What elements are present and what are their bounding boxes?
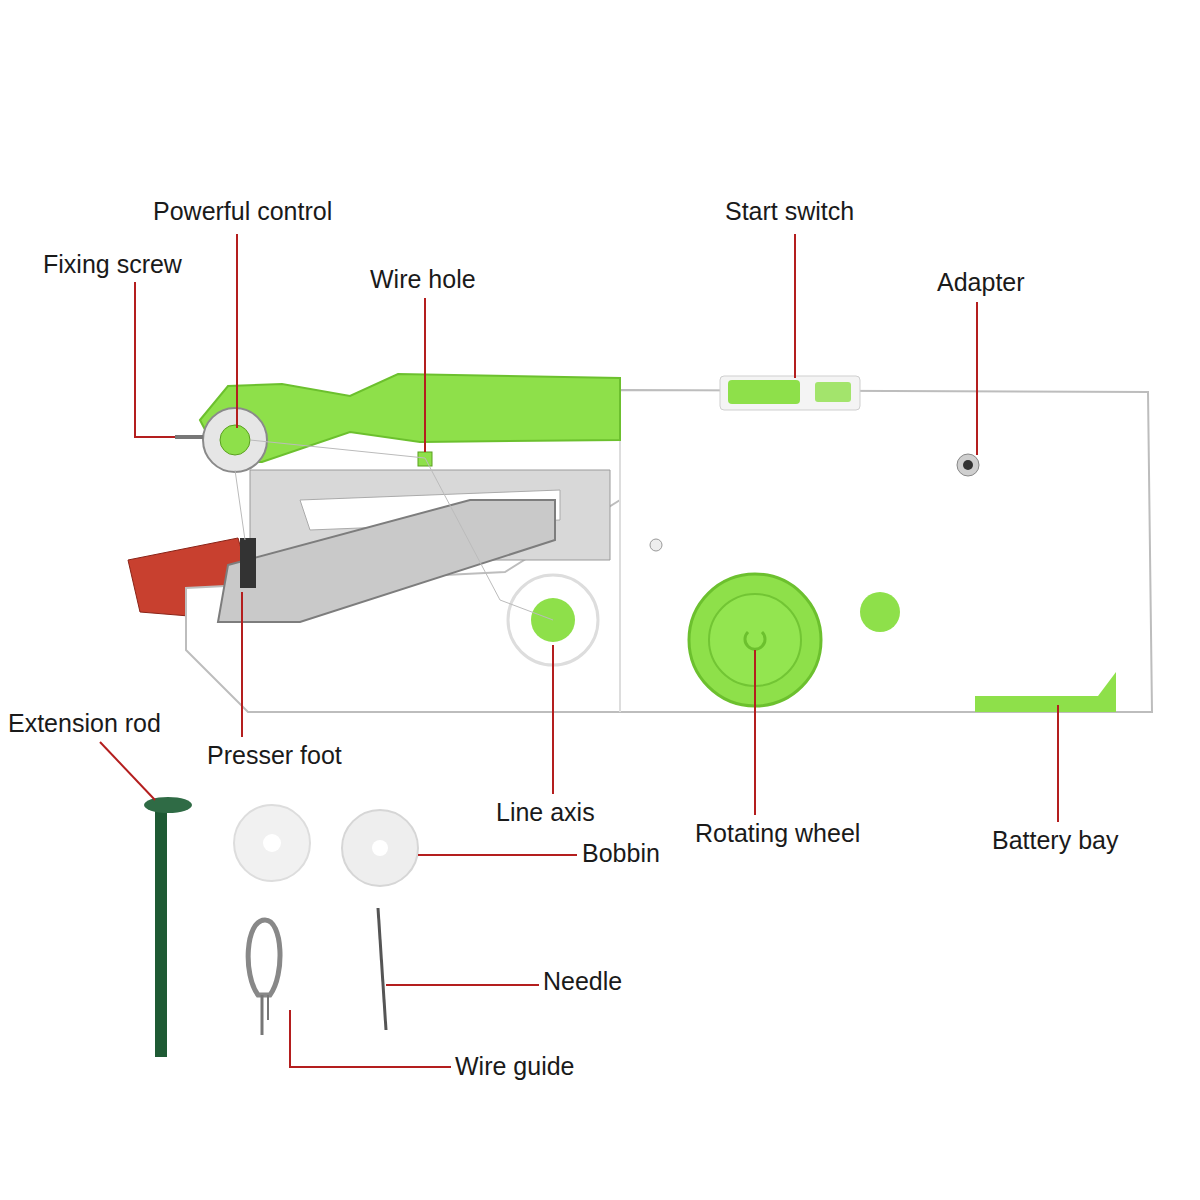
part-label: Battery bay bbox=[992, 825, 1118, 855]
part-label: Fixing screw bbox=[43, 249, 182, 279]
part-label: Wire guide bbox=[455, 1051, 575, 1081]
part-label: Adapter bbox=[937, 267, 1025, 297]
part-label: Start switch bbox=[725, 196, 854, 226]
part-label: Wire hole bbox=[370, 264, 476, 294]
leader-lines bbox=[100, 234, 1058, 1067]
part-label: Bobbin bbox=[582, 838, 660, 868]
part-label: Rotating wheel bbox=[695, 818, 860, 848]
part-label: Needle bbox=[543, 966, 622, 996]
part-label: Powerful control bbox=[153, 196, 332, 226]
part-label: Presser foot bbox=[207, 740, 342, 770]
part-label: Extension rod bbox=[8, 708, 161, 738]
part-label: Line axis bbox=[496, 797, 595, 827]
